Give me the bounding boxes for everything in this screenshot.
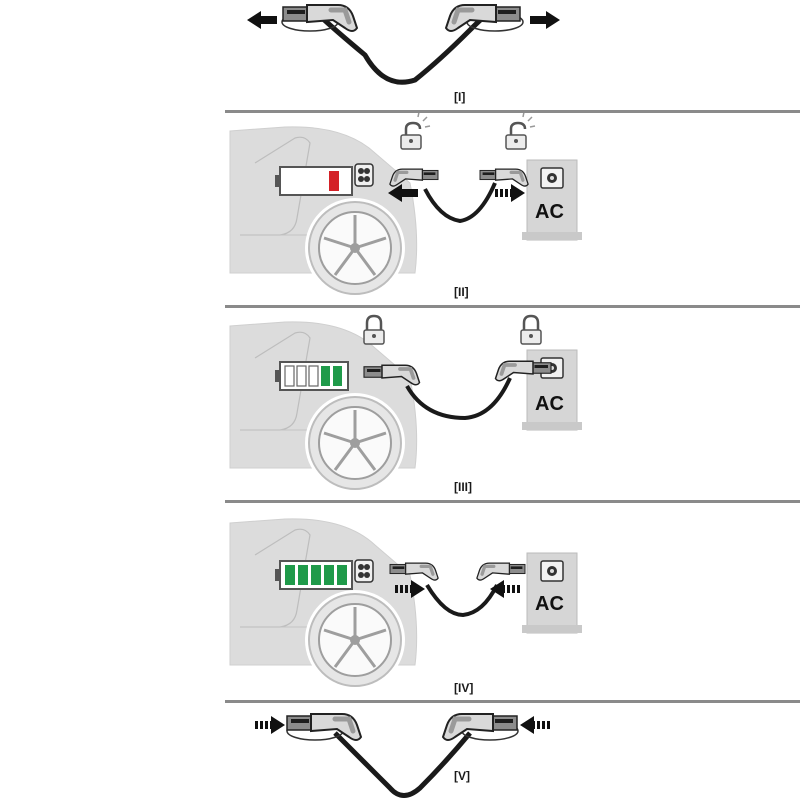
battery-segment-charged [324, 565, 334, 585]
station-label: AC [535, 593, 564, 615]
plug-icon [475, 561, 527, 582]
battery-segment-charged [321, 366, 330, 386]
charged-disconnect-illustration: AC [228, 517, 583, 692]
battery-segment-charged [333, 366, 342, 386]
station-label: AC [535, 393, 564, 415]
step-label: [IV] [454, 681, 474, 695]
arrow-icon [530, 11, 560, 29]
charging-cable [317, 13, 488, 85]
charging-cable [333, 731, 472, 798]
car-socket [354, 163, 374, 187]
station-label: AC [535, 201, 564, 223]
divider [225, 700, 800, 703]
step-4-panel: AC [IV] [225, 503, 800, 700]
plug-icon [446, 5, 520, 31]
battery-icon [275, 361, 349, 391]
step-5-panel: [V] [225, 703, 800, 800]
divider [225, 305, 800, 308]
step-label: [II] [454, 285, 469, 299]
plug-icon [388, 167, 440, 188]
battery-icon [275, 560, 353, 590]
divider [225, 500, 800, 503]
car-icon [228, 517, 419, 692]
arrow-icon [490, 580, 520, 598]
battery-segment-charged [311, 565, 321, 585]
arrow-icon [520, 716, 550, 734]
plug-icon [443, 714, 517, 740]
car-icon [228, 320, 419, 495]
step-label: [I] [454, 90, 466, 104]
plug-icon [283, 5, 357, 31]
lock-icon [519, 314, 543, 346]
step-label: [V] [454, 769, 470, 783]
divider [225, 110, 800, 113]
charging-cable [405, 377, 512, 421]
car-icon [228, 125, 419, 300]
charging-station-icon [521, 159, 583, 241]
charging-cable [425, 583, 499, 618]
store-cable-illustration [255, 703, 550, 798]
unlock-icon [504, 110, 537, 151]
plug-icon [287, 714, 361, 740]
unplug-cable-illustration [247, 0, 560, 85]
battery-segment-charged [298, 565, 308, 585]
step-label: [III] [454, 480, 472, 494]
step-3-panel: AC [III] [225, 308, 800, 500]
charging-locked-illustration: AC [228, 314, 583, 495]
car-socket [354, 559, 374, 583]
step-1-panel: [I] [225, 0, 800, 110]
plug-icon [478, 167, 530, 188]
battery-segment-charged [285, 565, 295, 585]
lock-icon [362, 314, 386, 346]
arrow-icon [247, 11, 277, 29]
battery-segment-charged [337, 565, 347, 585]
arrow-icon [255, 716, 285, 734]
arrow-icon [495, 184, 525, 202]
battery-segment-low [329, 171, 339, 191]
step-2-panel: AC [II] [225, 110, 800, 305]
connect-unlocked-illustration: AC [228, 110, 583, 300]
battery-icon [275, 166, 353, 196]
unlock-icon [399, 110, 432, 151]
charging-cable [423, 182, 497, 224]
